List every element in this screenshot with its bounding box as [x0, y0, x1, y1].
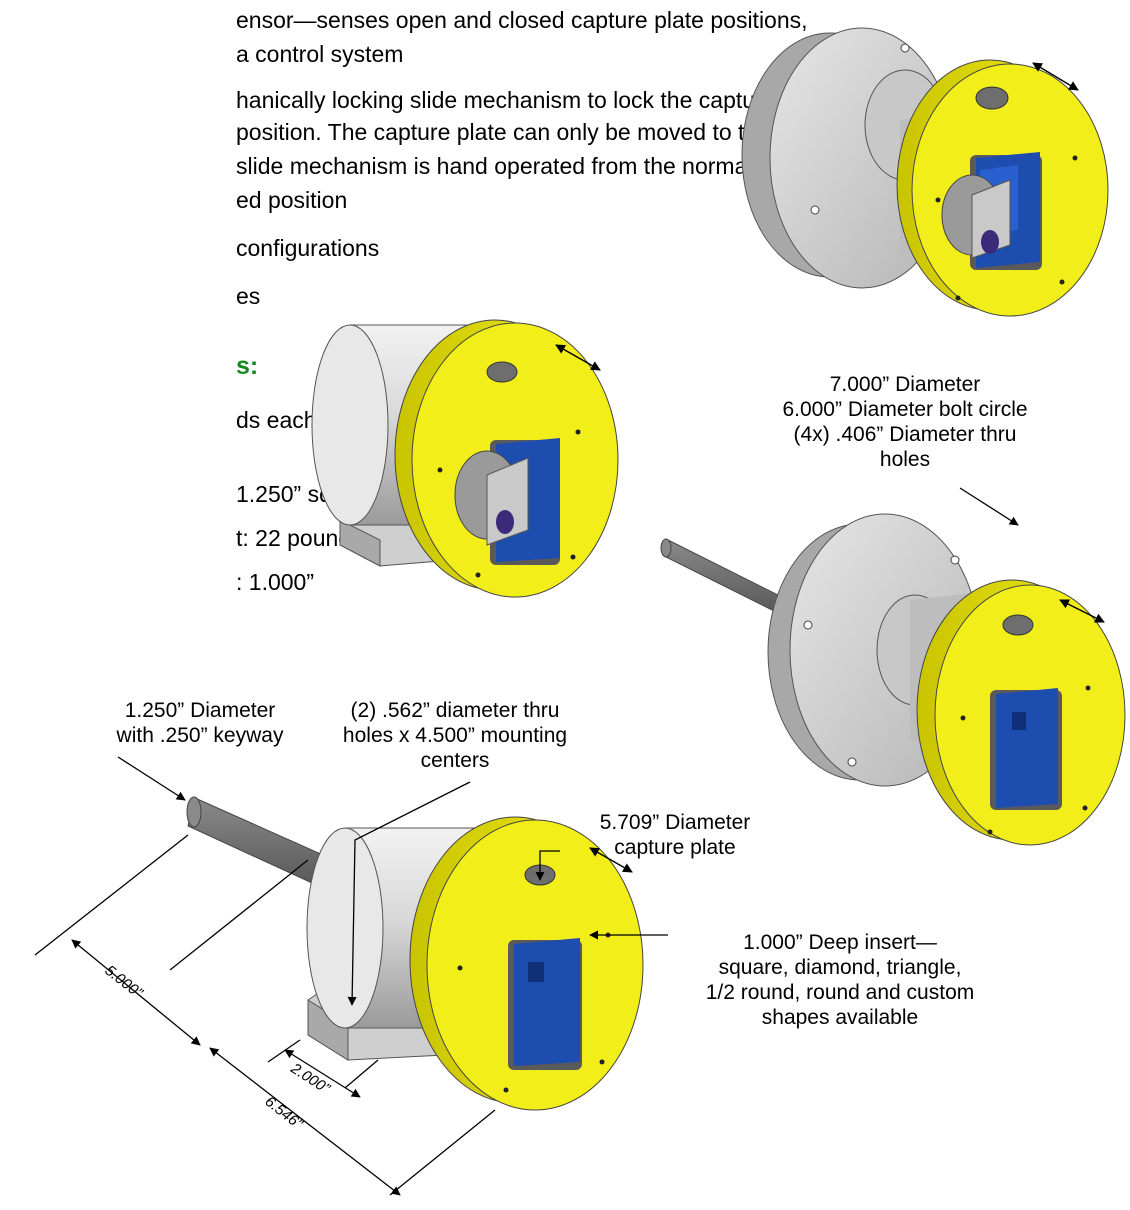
spec-line-1: ds each, — [236, 407, 323, 433]
mount-holes-line-3: centers — [420, 749, 490, 772]
feature-text-line-2: a control system — [236, 41, 404, 67]
flange-diameter-line-2: 6.000” Diameter bolt circle — [782, 398, 1028, 421]
flange-diameter-line-1: 7.000” Diameter — [829, 373, 981, 396]
dimension-lines — [34, 834, 496, 1196]
leader-lines — [117, 487, 1019, 1006]
insert-line-3: 1/2 round, round and custom — [705, 981, 975, 1004]
feature-text-line-6: ed position — [236, 187, 348, 213]
feature-text-line-1: ensor—senses open and closed capture pla… — [236, 7, 808, 33]
mount-holes-line-2: holes x 4.500” mounting — [342, 724, 568, 747]
insert-line-1: 1.000” Deep insert— — [743, 931, 937, 954]
feature-text-line-4: position. The capture plate can only be … — [236, 119, 771, 145]
flange-diameter-line-3: (4x) .406” Diameter thru — [793, 423, 1017, 446]
shaft-diameter-line-2: with .250” keyway — [116, 724, 284, 747]
flange-diameter-annotation: 7.000” Diameter 6.000” Diameter bolt cir… — [760, 372, 1050, 472]
capture-plate-line-1: 5.709” Diameter — [599, 811, 751, 834]
foot-mount-assembly-bottom — [186, 796, 644, 1111]
mount-holes-line-1: (2) .562” diameter thru — [350, 699, 560, 722]
spec-line-4: : 1.000” — [236, 569, 314, 595]
insert-annotation: 1.000” Deep insert— square, diamond, tri… — [670, 930, 1010, 1030]
feature-text-line-8: es — [236, 283, 261, 309]
flange-mount-assembly-with-shaft — [660, 513, 1126, 846]
insert-line-2: square, diamond, triangle, — [718, 956, 962, 979]
flange-mount-assembly-top — [741, 27, 1109, 317]
shaft-diameter-annotation: 1.250” Diameter with .250” keyway — [85, 698, 315, 748]
feature-text-line-7: configurations — [236, 235, 380, 261]
foot-mount-assembly-middle — [311, 319, 619, 598]
specifications-heading: s: — [236, 352, 259, 380]
feature-text-line-3: hanically locking slide mechanism to loc… — [236, 87, 776, 113]
insert-line-4: shapes available — [761, 1006, 919, 1029]
capture-plate-line-2: capture plate — [614, 836, 736, 859]
flange-diameter-line-4: holes — [879, 448, 931, 471]
feature-text-line-5: slide mechanism is hand operated from th… — [236, 153, 770, 179]
shaft-diameter-line-1: 1.250” Diameter — [124, 699, 276, 722]
capture-plate-annotation: 5.709” Diameter capture plate — [565, 810, 785, 860]
mount-holes-annotation: (2) .562” diameter thru holes x 4.500” m… — [325, 698, 585, 773]
